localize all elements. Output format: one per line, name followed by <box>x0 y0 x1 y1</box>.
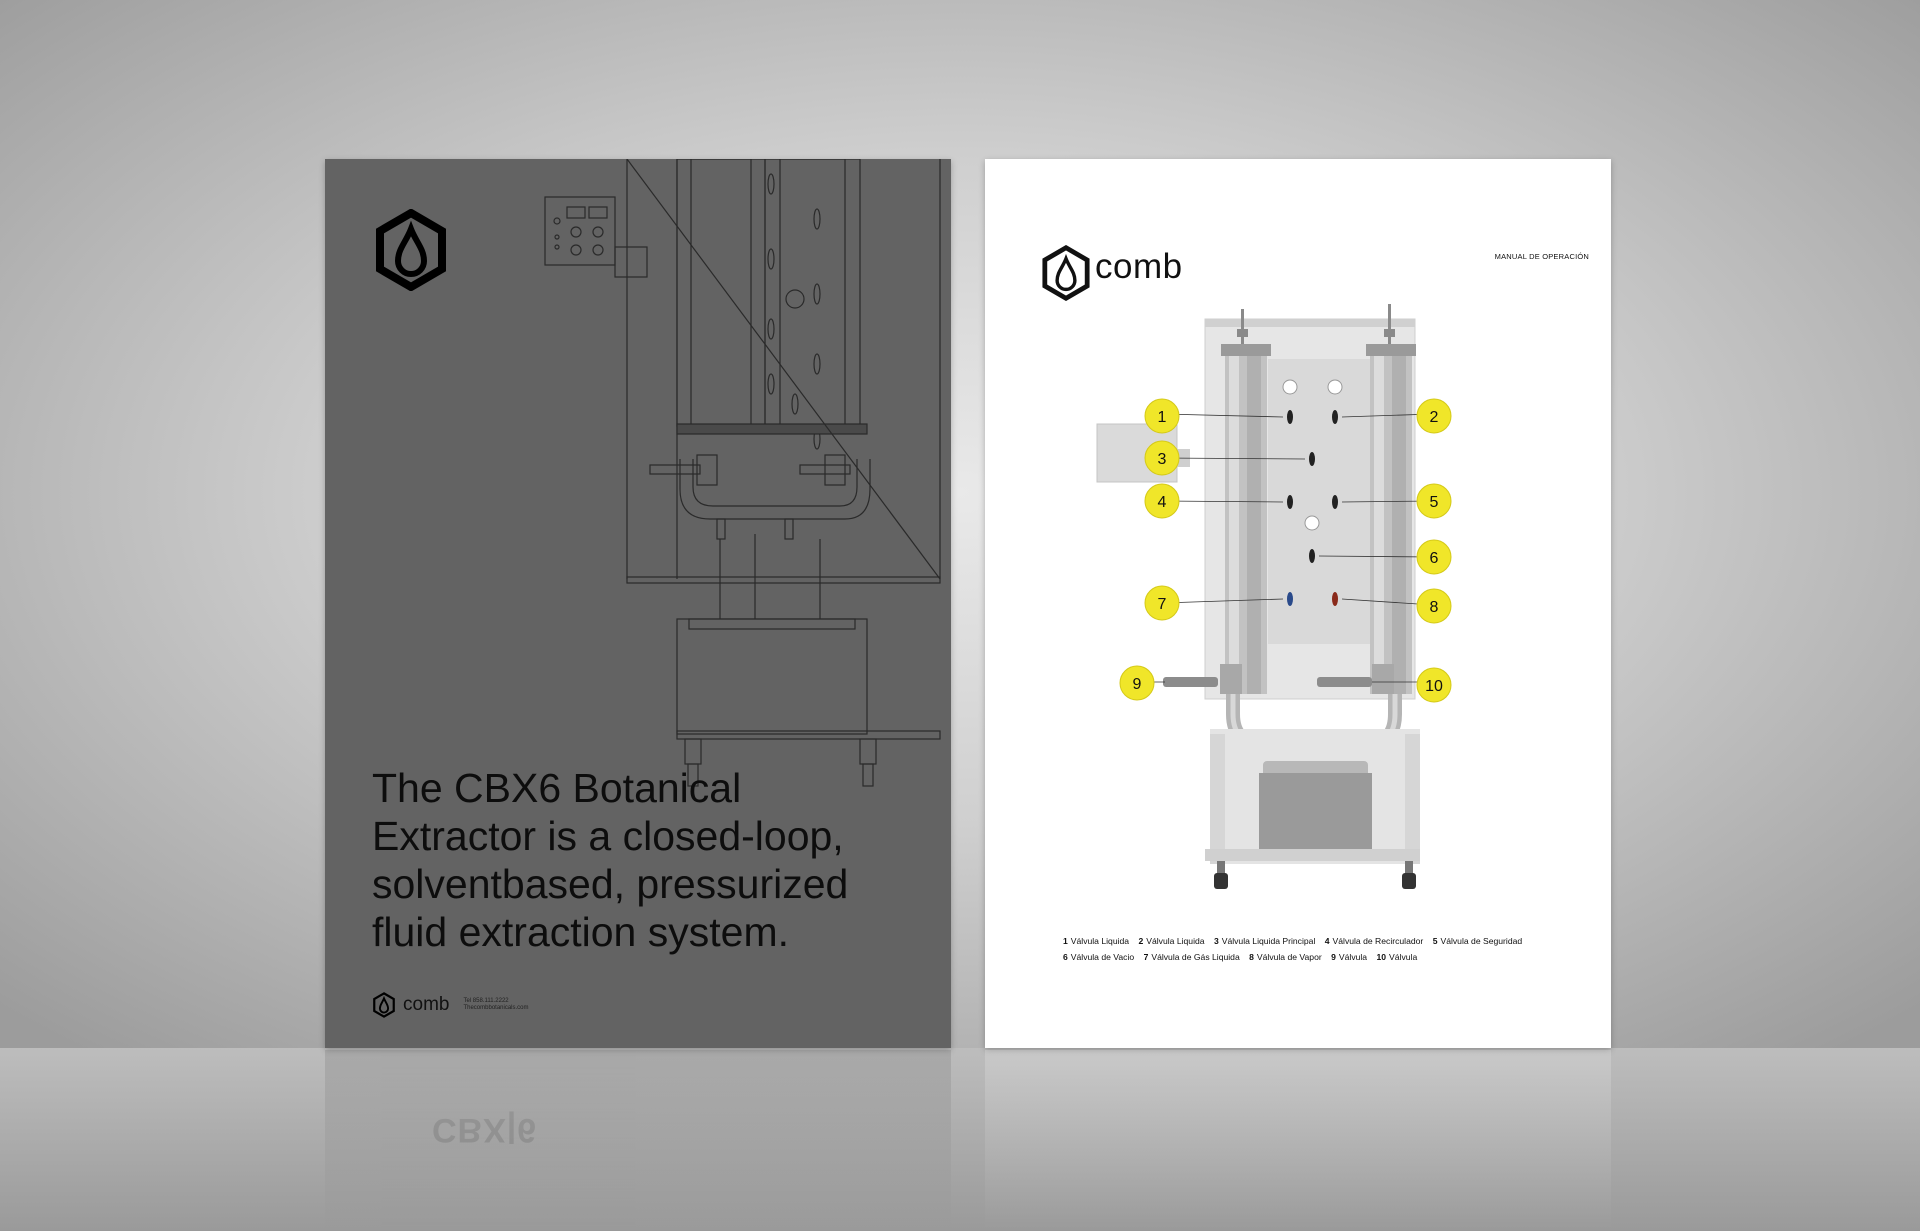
extractor-valve-diagram: 1 2 3 4 5 6 7 8 9 10 <box>1096 304 1452 889</box>
manual-title: MANUAL DE OPERACIÓN <box>1494 252 1589 261</box>
callout-6: 6 <box>1430 550 1439 567</box>
comb-drop-hexagon-logo-icon <box>1042 245 1090 301</box>
comb-drop-hexagon-logo-icon <box>376 209 446 291</box>
footer-website: Thecombbotanicals.com <box>463 1005 529 1011</box>
cover-footer: comb Tel 858.111.2222 Thecombbotanicals.… <box>373 991 529 1019</box>
floor-surface <box>0 1048 1920 1231</box>
callout-8: 8 <box>1430 599 1439 616</box>
footer-contact: Tel 858.111.2222 Thecombbotanicals.com <box>463 998 528 1012</box>
extractor-line-drawing <box>544 159 941 787</box>
callout-10: 10 <box>1425 678 1443 695</box>
footer-wordmark: comb <box>403 994 450 1015</box>
callout-7: 7 <box>1158 596 1167 613</box>
callout-4: 4 <box>1158 494 1167 511</box>
callout-1: 1 <box>1158 409 1167 426</box>
manual-wordmark: comb <box>1095 247 1183 286</box>
callout-3: 3 <box>1158 451 1167 468</box>
operation-manual-sheet: comb MANUAL DE OPERACIÓN <box>985 159 1611 1048</box>
callout-2: 2 <box>1430 409 1439 426</box>
footer-phone: Tel 858.111.2222 <box>463 998 509 1004</box>
cover-reflection: CBX|6 <box>325 1050 951 1231</box>
reflection-title: CBX|6 <box>432 1111 538 1149</box>
manual-reflection <box>985 1050 1611 1231</box>
callout-5: 5 <box>1430 494 1439 511</box>
cover-headline: The CBX6 Botanical Extractor is a closed… <box>372 765 849 955</box>
brochure-cover-sheet: The CBX6 Botanical Extractor is a closed… <box>325 159 951 1048</box>
comb-drop-hexagon-logo-icon <box>373 992 395 1018</box>
callout-9: 9 <box>1133 676 1142 693</box>
